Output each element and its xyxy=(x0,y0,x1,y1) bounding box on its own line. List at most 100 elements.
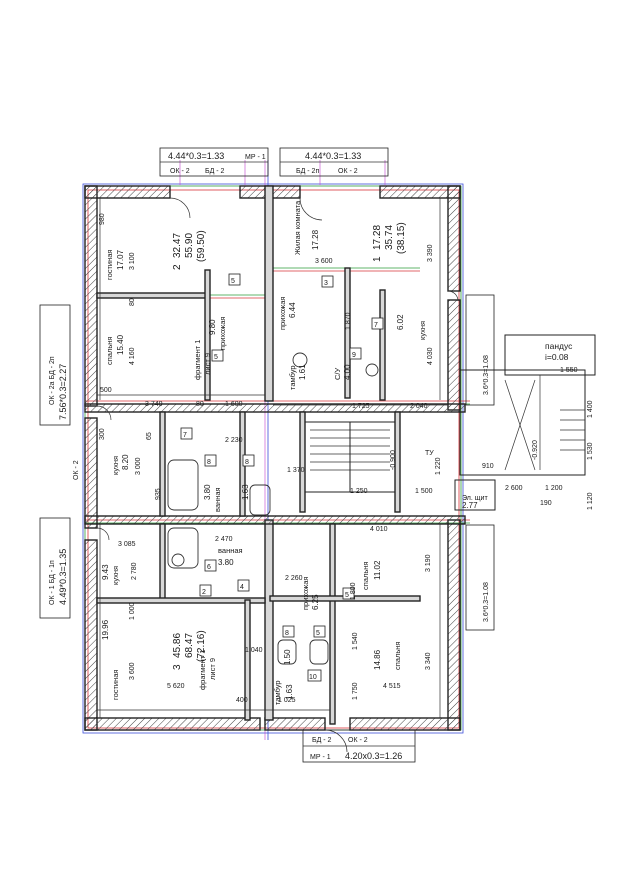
ramp-title: пандус xyxy=(545,341,573,351)
hall3-area: 6.25 xyxy=(311,594,320,610)
bath-area: 3.80 xyxy=(203,484,212,500)
bedroom-left-area: 15.40 xyxy=(116,334,125,355)
left-mid-window-tag: ОК - 2 xyxy=(73,460,80,480)
apt3-total2: (72.16) xyxy=(196,630,207,662)
top-right-window-ok: ОК - 2 xyxy=(338,168,358,175)
marker-8a: 8 xyxy=(207,459,211,466)
kitchen-mid-left-name: кухня xyxy=(111,456,120,475)
stair-level2: -0.900 xyxy=(390,450,397,470)
dim-3600b: 3 600 xyxy=(129,662,136,680)
living-bottom-left-name: гостиная xyxy=(111,670,120,701)
tambur3-area: 2.77 xyxy=(462,501,478,510)
dim-1800: 1 800 xyxy=(350,582,357,600)
dim-300: 300 xyxy=(99,428,106,440)
hall3-name: прихожая xyxy=(301,577,310,610)
dimension-lines xyxy=(97,198,448,718)
kitchen-bottom-left-name: кухня xyxy=(111,566,120,585)
su-name: С/У xyxy=(333,368,342,381)
bath-name: ванная xyxy=(213,487,222,512)
top-left-window-bd: БД - 2 xyxy=(205,168,225,175)
su2-area: 1.63 xyxy=(241,484,250,500)
left-upper-window-formula: 7.56*0.3=2.27 xyxy=(58,364,68,420)
dim-1750: 1 750 xyxy=(352,682,359,700)
dim-1000: 1 000 xyxy=(129,602,136,620)
dim-1870: 1 870 xyxy=(345,312,352,330)
bedroom-left-name: спальня xyxy=(105,337,114,365)
bath2-area: 3.80 xyxy=(218,558,234,567)
dim-1250: 1 250 xyxy=(350,488,368,495)
window-callouts xyxy=(39,147,495,763)
dim-500a: 500 xyxy=(100,387,112,394)
dim-2230: 2 230 xyxy=(225,437,243,444)
dim-1220: 1 220 xyxy=(435,457,442,475)
marker-6: 6 xyxy=(207,564,211,571)
dim-1500: 1 500 xyxy=(415,488,433,495)
dim-1550: 1 550 xyxy=(560,367,578,374)
bottom-window-bd: БД - 2 xyxy=(312,737,332,744)
dim-5620: 5 620 xyxy=(167,683,185,690)
dim-400: 400 xyxy=(236,697,248,704)
dim-4030: 4 030 xyxy=(427,347,434,365)
apt2-living: 32.47 xyxy=(172,233,183,258)
dim-1200: 1 200 xyxy=(545,485,563,492)
tambur-name: тамбур xyxy=(288,365,297,390)
apt2-total: 55.90 xyxy=(184,233,195,258)
dim-1725: 1 725 xyxy=(352,403,370,410)
bedroom-br2-name: спальня xyxy=(393,642,402,670)
dim-1600: 1 600 xyxy=(225,401,243,408)
dim-2040: 2 040 xyxy=(410,403,428,410)
apt3-number: 3 xyxy=(172,664,183,670)
dim-3390: 3 390 xyxy=(427,244,434,262)
dim-4160: 4 160 xyxy=(129,347,136,365)
dim-190: 190 xyxy=(540,500,552,507)
dim-65: 65 xyxy=(146,432,153,440)
bedroom-br2-area: 14.86 xyxy=(373,649,382,670)
bedroom-br-name: спальня xyxy=(361,562,370,590)
marker-8b: 8 xyxy=(245,459,249,466)
dim-1040: 1 040 xyxy=(245,647,263,654)
dim-3100: 3 100 xyxy=(129,252,136,270)
kitchen-mid-left-area: 8.20 xyxy=(121,454,130,470)
top-left-window-ok: ОК - 2 xyxy=(170,168,190,175)
dim-3600: 3 600 xyxy=(315,258,333,265)
apt1-total: 35.74 xyxy=(384,225,395,250)
exterior-walls xyxy=(84,185,461,731)
apt1-total2: (38.15) xyxy=(396,222,407,254)
living-top-left-area: 17.07 xyxy=(116,249,125,270)
kitchen-bottom-left-area: 9.43 xyxy=(101,564,110,580)
apt1-summary: 1 17.28 35.74 (38.15) xyxy=(372,222,407,262)
ramp-annex xyxy=(454,334,596,511)
bottom-window-ok: ОК - 2 xyxy=(348,737,368,744)
dim-935: 935 xyxy=(155,488,162,500)
top-right-window-formula: 4.44*0.3=1.33 xyxy=(305,151,361,161)
left-lower-window-formula: 4.49*0.3=1.35 xyxy=(58,549,68,605)
dim-2260: 2 260 xyxy=(285,575,303,582)
dim-980: 980 xyxy=(99,213,106,225)
living-bottom-left-area: 19.96 xyxy=(101,619,110,640)
dim-2470: 2 470 xyxy=(215,536,233,543)
sheet-label-top: лист 9 xyxy=(203,353,212,375)
interior-walls xyxy=(84,185,466,725)
bottom-window-mr: МР - 1 xyxy=(310,754,331,761)
kitchen-right-area: 6.02 xyxy=(396,314,405,330)
door-swings xyxy=(96,197,459,753)
bedroom-br-area: 11.02 xyxy=(373,560,382,580)
marker-7a: 7 xyxy=(374,322,378,329)
dim-2780: 2 780 xyxy=(131,562,138,580)
top-left-window-formula: 4.44*0.3=1.33 xyxy=(168,151,224,161)
marker-7b: 7 xyxy=(183,432,187,439)
marker-5b: 5 xyxy=(214,354,218,361)
fragment-label-top: фрагмент 1 xyxy=(193,340,202,380)
su-area: 4.00 xyxy=(343,364,352,380)
dim-1370: 1 370 xyxy=(287,467,305,474)
apt1-living: 17.28 xyxy=(372,225,383,250)
hall-name: прихожая xyxy=(218,317,227,350)
dim-3190: 3 190 xyxy=(425,554,432,572)
dim-1120: 1 120 xyxy=(587,492,594,510)
dim-3085: 3 085 xyxy=(118,541,136,548)
stair-level: -0.920 xyxy=(532,440,539,460)
apt3-summary: 3 45.86 68.47 (72.16) xyxy=(172,630,207,670)
marker-5a: 5 xyxy=(231,278,235,285)
color-guide-lines xyxy=(82,160,470,740)
